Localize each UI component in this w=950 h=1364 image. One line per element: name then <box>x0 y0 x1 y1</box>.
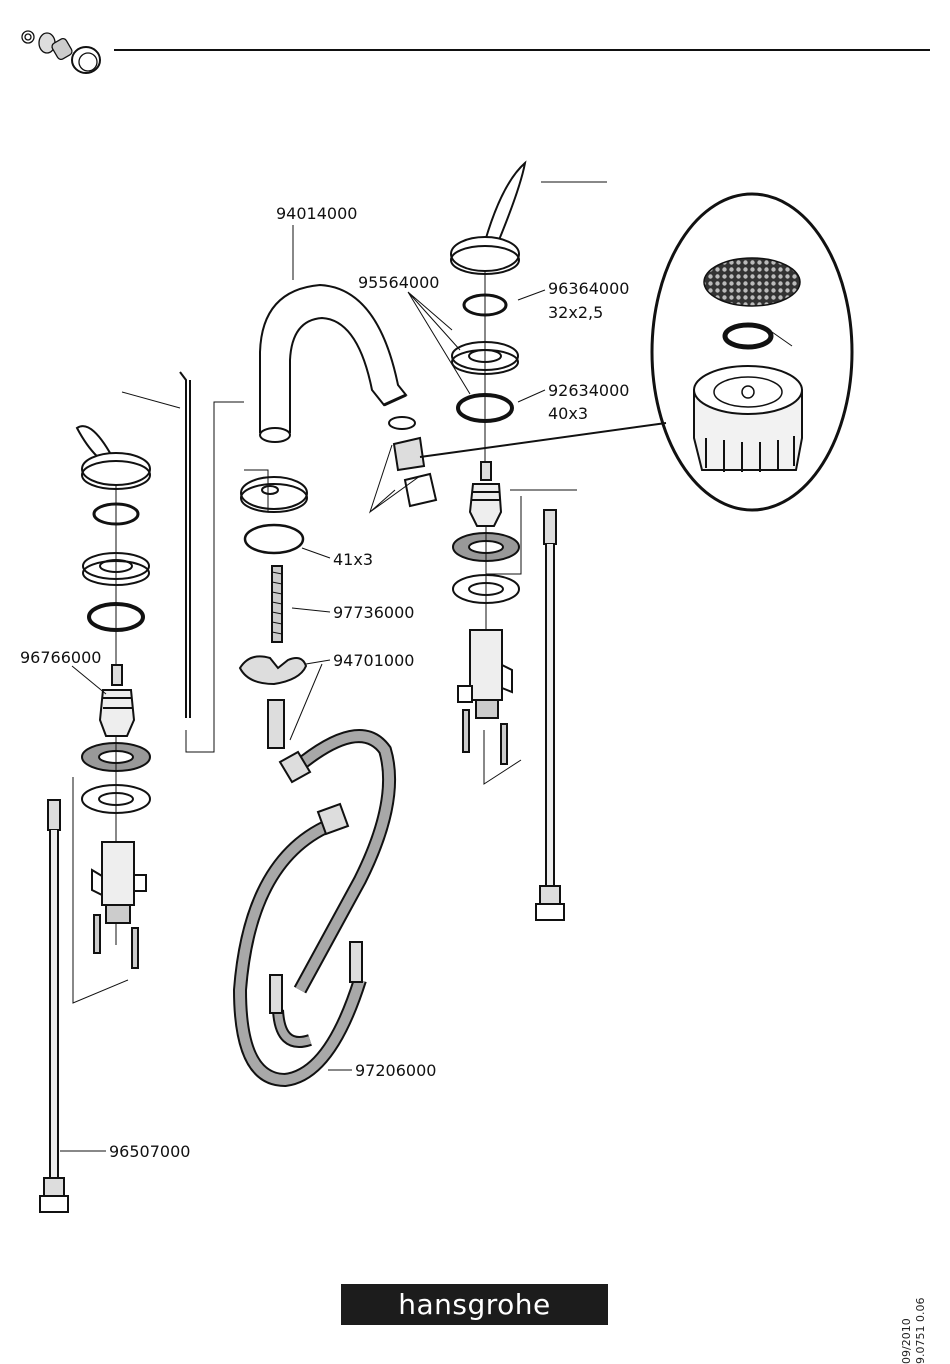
label-spout-washer: 95564000 <box>358 273 439 292</box>
label-oring-small-size: 32x2,5 <box>548 303 603 322</box>
connection-hose-left <box>40 800 68 1212</box>
label-mounting-kit: 94701000 <box>333 651 414 670</box>
right-valve-assembly <box>451 163 525 764</box>
brand-logo: hansgrohe <box>341 1284 608 1325</box>
spout-base-parts <box>240 477 307 748</box>
label-oring-small-code: 96364000 <box>548 279 629 298</box>
brand-name: hansgrohe <box>398 1288 551 1321</box>
label-spout-seal-size: 41x3 <box>333 550 373 569</box>
label-connection-hose: 96507000 <box>109 1142 190 1161</box>
left-valve-assembly <box>77 426 150 968</box>
connection-hose-right <box>536 510 564 920</box>
label-threaded-rod: 97736000 <box>333 603 414 622</box>
document-info: 09/2010 9.0751 0.06 <box>896 1308 946 1364</box>
spout <box>260 285 406 442</box>
label-spout: 94014000 <box>276 204 357 223</box>
lift-rod <box>180 372 190 718</box>
label-oring-large-code: 92634000 <box>548 381 629 400</box>
doc-number: 9.0751 0.06 <box>914 1298 927 1364</box>
doc-date: 09/2010 <box>900 1318 913 1364</box>
aerator-parts-icon <box>22 31 100 73</box>
label-hose: 97206000 <box>355 1061 436 1080</box>
outlet-hose <box>240 736 389 1080</box>
label-oring-large-size: 40x3 <box>548 404 588 423</box>
aerator-detail <box>652 194 852 510</box>
label-cartridge: 96766000 <box>20 648 101 667</box>
